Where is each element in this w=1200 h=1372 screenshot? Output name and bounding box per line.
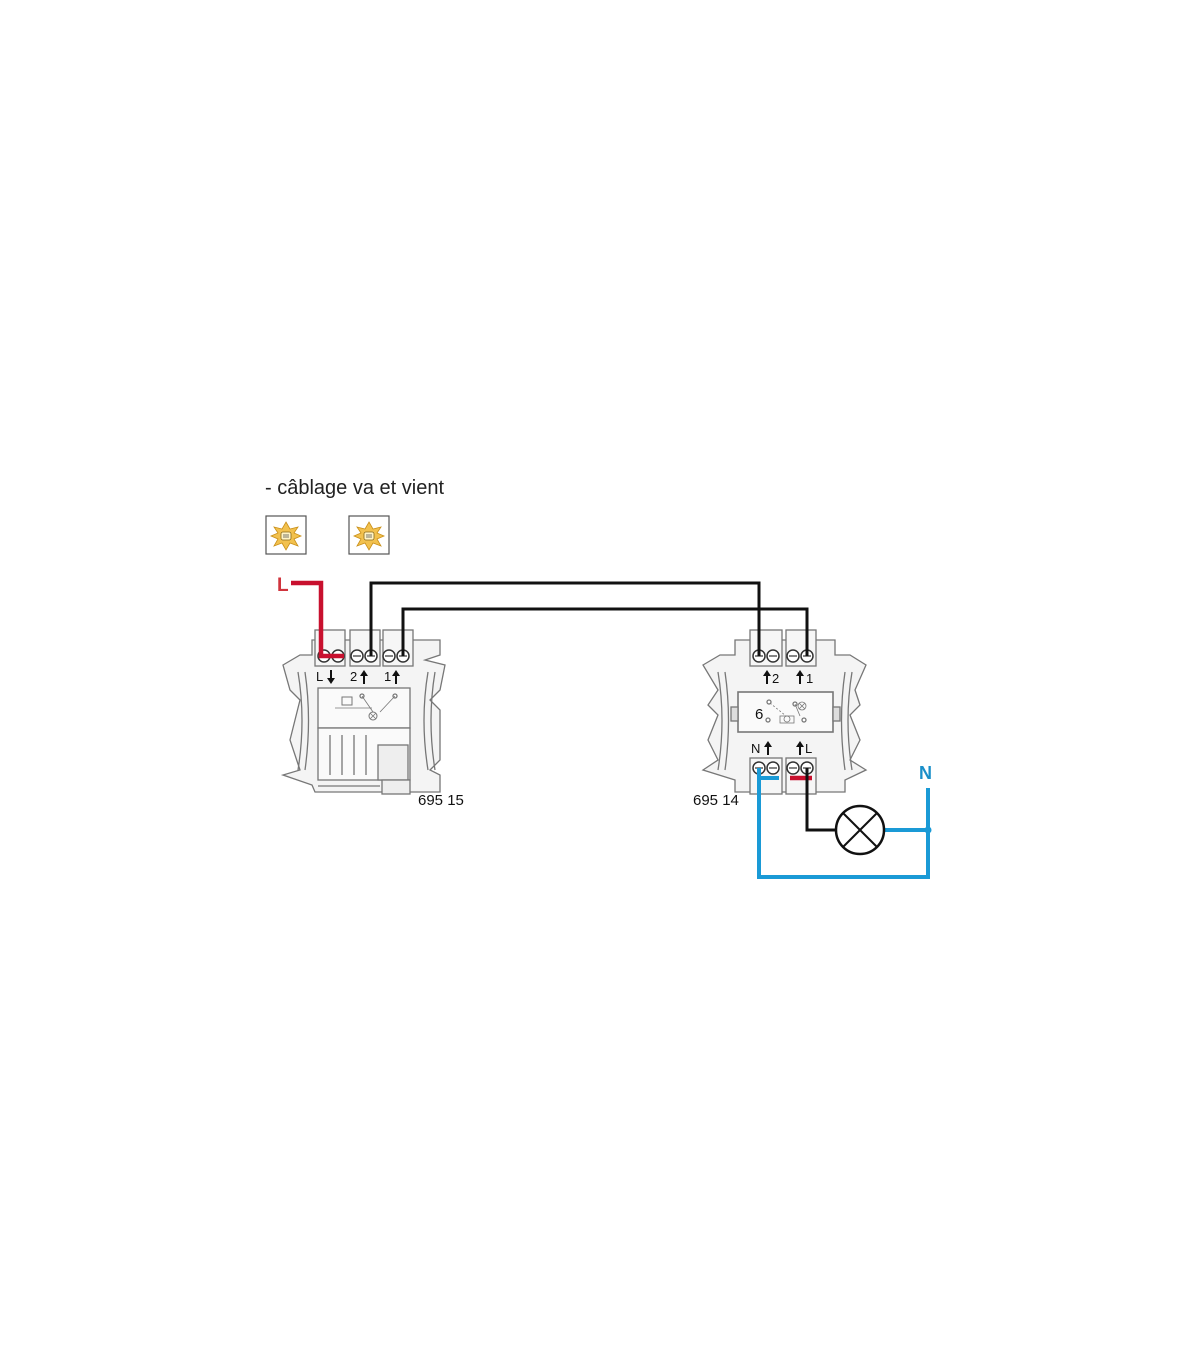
traveller-wire-2 xyxy=(401,607,809,656)
switched-wire xyxy=(805,768,836,832)
traveller-wire-1 xyxy=(369,581,761,656)
right-switch-reference: 695 14 xyxy=(693,792,739,809)
right-terminal-2-label: 2 xyxy=(772,671,779,686)
right-terminal-l-label: L xyxy=(805,741,812,756)
neutral-junction xyxy=(924,826,932,834)
right-switch-window-label: 6 xyxy=(755,706,763,723)
left-terminal-1-label: 1 xyxy=(384,669,391,684)
right-terminal-l[interactable] xyxy=(786,761,814,775)
arrow-up-icon xyxy=(360,670,368,684)
arrow-up-icon xyxy=(796,670,804,684)
right-switch-body xyxy=(701,629,868,795)
left-switch-body xyxy=(280,629,446,795)
arrow-up-icon xyxy=(764,741,772,755)
arrow-up-icon xyxy=(392,670,400,684)
arrow-down-icon xyxy=(327,670,335,684)
diagram-title: - câblage va et vient xyxy=(265,477,444,499)
lamp-icon xyxy=(834,804,886,856)
light-on-icon xyxy=(265,515,307,555)
neutral-label: N xyxy=(919,763,932,783)
arrow-up-icon xyxy=(796,741,804,755)
light-on-icon xyxy=(348,515,390,555)
left-terminal-2-label: 2 xyxy=(350,669,357,684)
right-terminal-n-label: N xyxy=(751,741,760,756)
arrow-up-icon xyxy=(763,670,771,684)
left-switch-reference: 695 15 xyxy=(418,792,464,809)
right-terminal-1-label: 1 xyxy=(806,671,813,686)
phase-wire xyxy=(291,580,344,659)
phase-label: L xyxy=(277,575,289,596)
left-terminal-l-label: L xyxy=(316,669,323,684)
